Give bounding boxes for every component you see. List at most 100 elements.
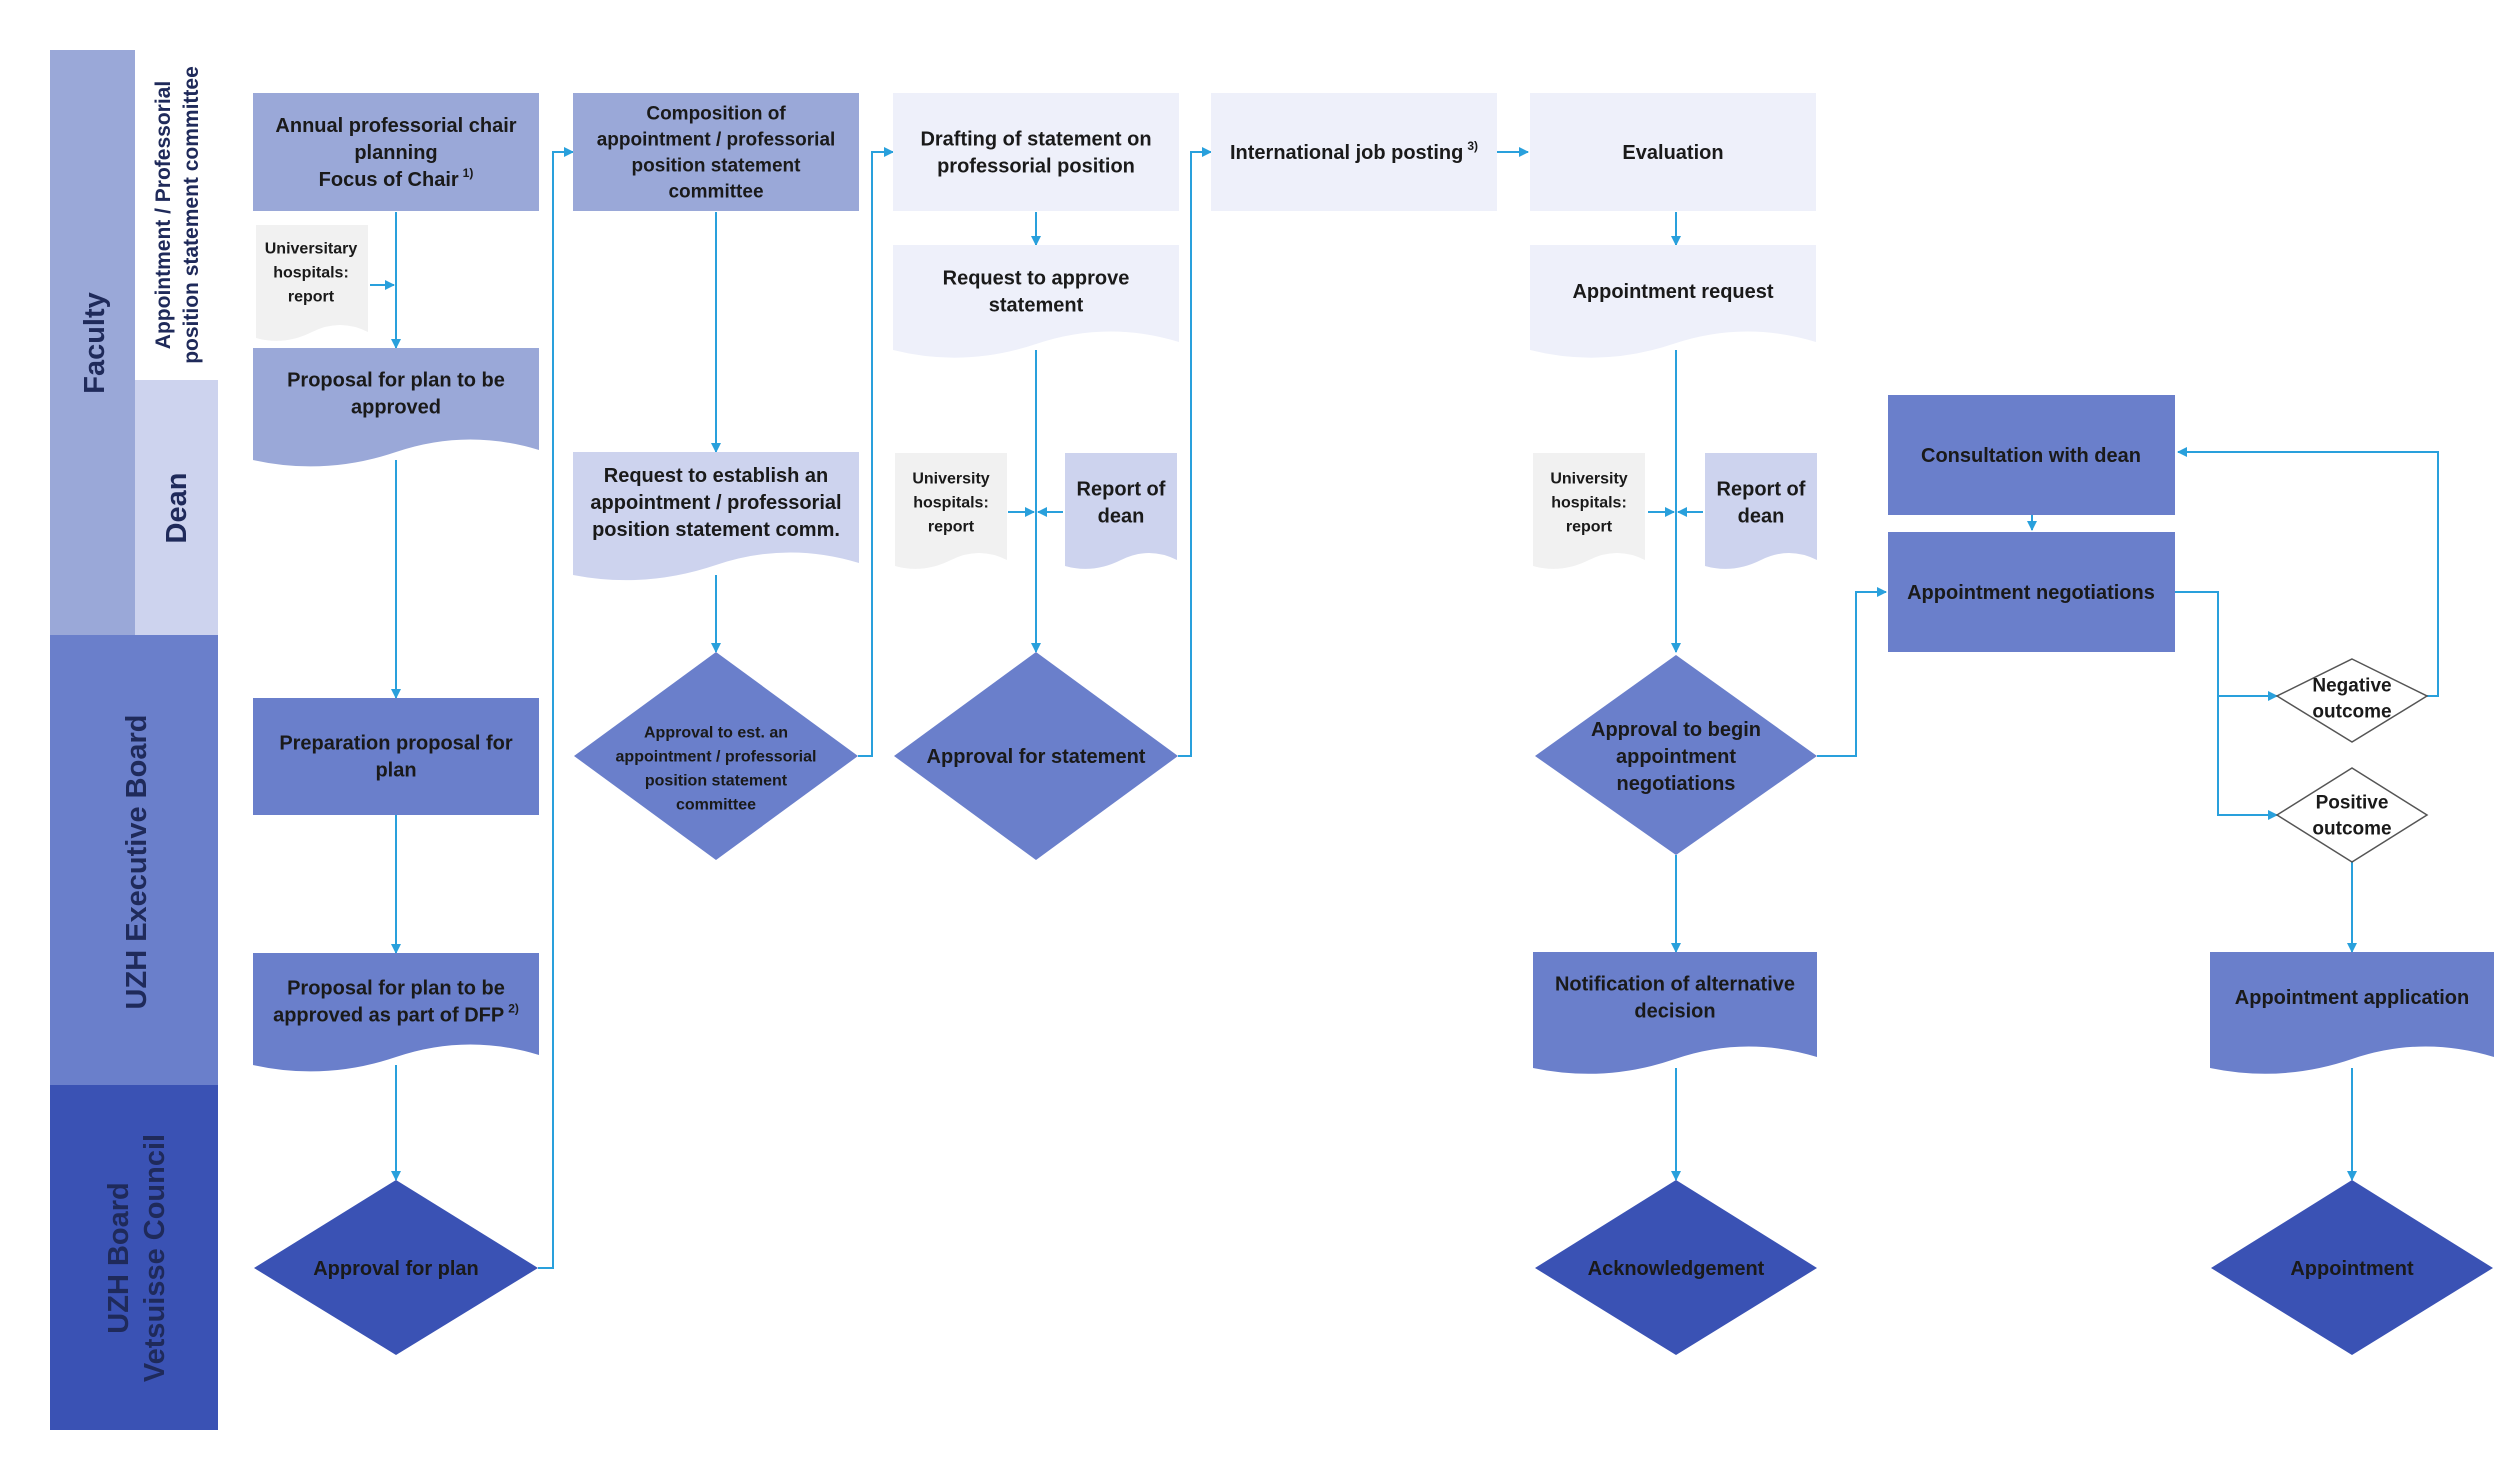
node-proposal-plan (253, 348, 539, 467)
node-preparation-proposal (253, 698, 539, 815)
node-request-establish-text: Request to establish an appointment / pro… (590, 465, 841, 541)
connector-negative-to-consultation (2177, 447, 2439, 697)
node-report-dean-1 (1065, 453, 1177, 569)
node-report-dean-2 (1705, 453, 1817, 569)
label-line: hospitals: (273, 265, 349, 282)
label-line: dean (1098, 506, 1145, 528)
label-line: University (912, 471, 989, 488)
label-line: position statement (632, 156, 802, 177)
node-univ-hospitals-report-1-text: Universitary hospitals: report (265, 241, 358, 306)
label-line: professorial position (937, 156, 1135, 178)
node-acknowledgement (1535, 1180, 1817, 1355)
label-line: Composition of (646, 104, 786, 125)
label-line: Drafting of statement on (920, 129, 1151, 151)
label-line: Approval for statement (927, 746, 1146, 768)
label-line: Notification of alternative (1555, 974, 1795, 996)
lane-committee-label-line2: position statement committee (180, 66, 203, 364)
connector-approval-neg-to-negotiations (1817, 587, 1887, 757)
label-line: Approval to begin (1591, 719, 1761, 741)
node-proposal-plan-text: Proposal for plan to be approved (287, 370, 505, 419)
label-line: Appointment application (2235, 987, 2469, 1009)
node-composition-committee (573, 93, 859, 211)
node-approval-statement (894, 652, 1178, 860)
swimlane-headers: Faculty Appointment / Professorial posit… (50, 50, 218, 1430)
node-report-dean-2-text: Report of dean (1717, 479, 1806, 528)
lane-faculty (50, 50, 135, 635)
label-line: hospitals: (1551, 495, 1627, 512)
label-line: approved as part of DFP (273, 1005, 504, 1027)
connector-approval-est-to-drafting (858, 147, 894, 757)
lane-exec-board-label: UZH Executive Board (121, 715, 153, 1010)
node-intl-job-posting (1211, 93, 1497, 211)
lane-committee-label-line1: Appointment / Professorial (152, 81, 175, 349)
label-line: Evaluation (1622, 142, 1723, 164)
label-line: University (1550, 471, 1627, 488)
label-line: outcome (2312, 819, 2391, 840)
label-line: International job posting (1230, 142, 1463, 164)
label-line: position statement (645, 773, 788, 790)
node-approval-est (574, 652, 858, 860)
node-appointment-application (2210, 952, 2494, 1074)
lane-board-label-line1: UZH Board (103, 1182, 135, 1333)
node-appointment-application-text: Appointment application (2235, 987, 2469, 1009)
label-line: approved (351, 397, 441, 419)
label-line: Request to establish an (604, 465, 829, 487)
lane-board-council (50, 1085, 218, 1430)
label-line: Report of (1077, 479, 1166, 501)
node-approval-plan (254, 1180, 538, 1355)
label-line: Universitary (265, 241, 358, 258)
label-line: Appointment negotiations (1907, 582, 2155, 604)
label-line: plan (375, 760, 416, 782)
label-line: Report of (1717, 479, 1806, 501)
label-line: Focus of Chair (319, 169, 459, 191)
label-line: Appointment (2290, 1258, 2414, 1280)
label-line: hospitals: (913, 495, 989, 512)
node-notification-alt (1533, 952, 1817, 1074)
label-line: committee (676, 797, 756, 814)
node-appointment-request (1530, 245, 1816, 358)
label-line: dean (1738, 506, 1785, 528)
node-proposal-dfp-text: Proposal for plan to be approved as part … (273, 978, 519, 1027)
node-univ-hospitals-report-3 (1533, 453, 1645, 569)
node-appointment-request-text: Appointment request (1572, 281, 1773, 303)
label-line: Consultation with dean (1921, 445, 2141, 467)
node-drafting-statement (893, 93, 1179, 211)
connectors (370, 147, 2439, 1269)
node-consultation-dean-text: Consultation with dean (1921, 445, 2141, 467)
label-line: Proposal for plan to be (287, 978, 505, 1000)
label-line: outcome (2312, 702, 2391, 723)
label-line: Proposal for plan to be (287, 370, 505, 392)
label-line: Acknowledgement (1588, 1258, 1765, 1280)
node-approval-statement-text: Approval for statement (927, 746, 1146, 768)
node-appointment-text: Appointment (2290, 1258, 2414, 1280)
label-line: statement (989, 295, 1084, 317)
label-line: appointment / professorial (590, 492, 841, 514)
label-line: Approval for plan (313, 1258, 479, 1280)
lane-dean (135, 380, 218, 635)
connector-approval-plan-to-composition (538, 147, 574, 1269)
label-line: Appointment request (1572, 281, 1773, 303)
footnote-marker: 2) (508, 1002, 519, 1016)
label-line: Annual professorial chair (275, 115, 516, 137)
label-line: appointment / professorial (616, 749, 817, 766)
label-line: position statement comm. (592, 519, 840, 541)
label-line: report (288, 289, 335, 306)
node-request-establish (573, 452, 859, 581)
label-line: Preparation proposal for (279, 733, 513, 755)
connector-negotiations-to-positive (2217, 696, 2278, 820)
node-univ-hospitals-report-1 (256, 225, 368, 341)
lane-board-label-line2: Vetsuisse Council (139, 1134, 171, 1382)
